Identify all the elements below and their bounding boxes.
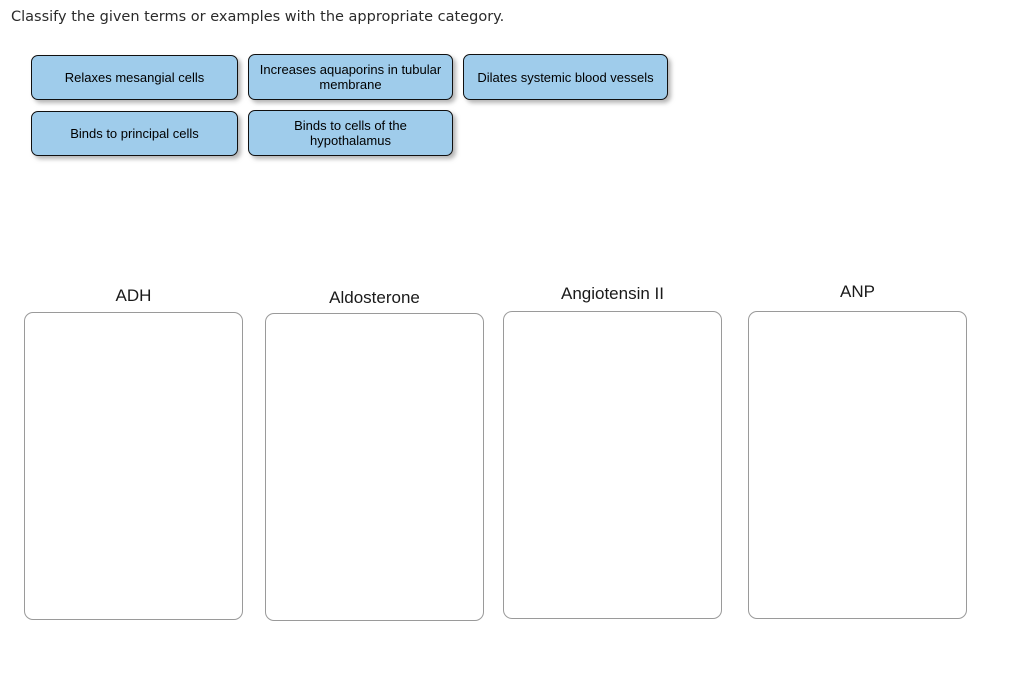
draggable-tile-dilates-systemic-blood-vessels[interactable]: Dilates systemic blood vessels (463, 54, 668, 100)
dropzone-angiotensin-ii[interactable] (503, 311, 722, 619)
category-label-angiotensin-ii: Angiotensin II (560, 284, 664, 303)
category-label-aldosterone: Aldosterone (329, 288, 420, 307)
draggable-tile-relaxes-mesangial-cells[interactable]: Relaxes mesangial cells (31, 55, 238, 100)
draggable-tile-binds-to-cells-of-hypothalamus[interactable]: Binds to cells of the hypothalamus (248, 110, 453, 156)
instruction-text: Classify the given terms or examples wit… (11, 9, 505, 25)
draggable-tile-binds-to-principal-cells[interactable]: Binds to principal cells (31, 111, 238, 156)
tile-label: Increases aquaporins in tubular membrane (259, 62, 442, 92)
dropzone-anp[interactable] (748, 311, 967, 619)
category-label-adh: ADH (115, 286, 152, 305)
category-label-anp: ANP (840, 282, 875, 301)
dropzone-aldosterone[interactable] (265, 313, 484, 621)
tile-label: Dilates systemic blood vessels (477, 69, 654, 85)
tile-label: Relaxes mesangial cells (64, 70, 205, 85)
tile-label: Binds to cells of the hypothalamus (294, 118, 407, 148)
dropzone-adh[interactable] (24, 312, 243, 620)
tile-bank: Relaxes mesangial cells Increases aquapo… (0, 0, 1024, 170)
draggable-tile-increases-aquaporins[interactable]: Increases aquaporins in tubular membrane (248, 54, 453, 100)
tile-label: Binds to principal cells (70, 126, 199, 141)
